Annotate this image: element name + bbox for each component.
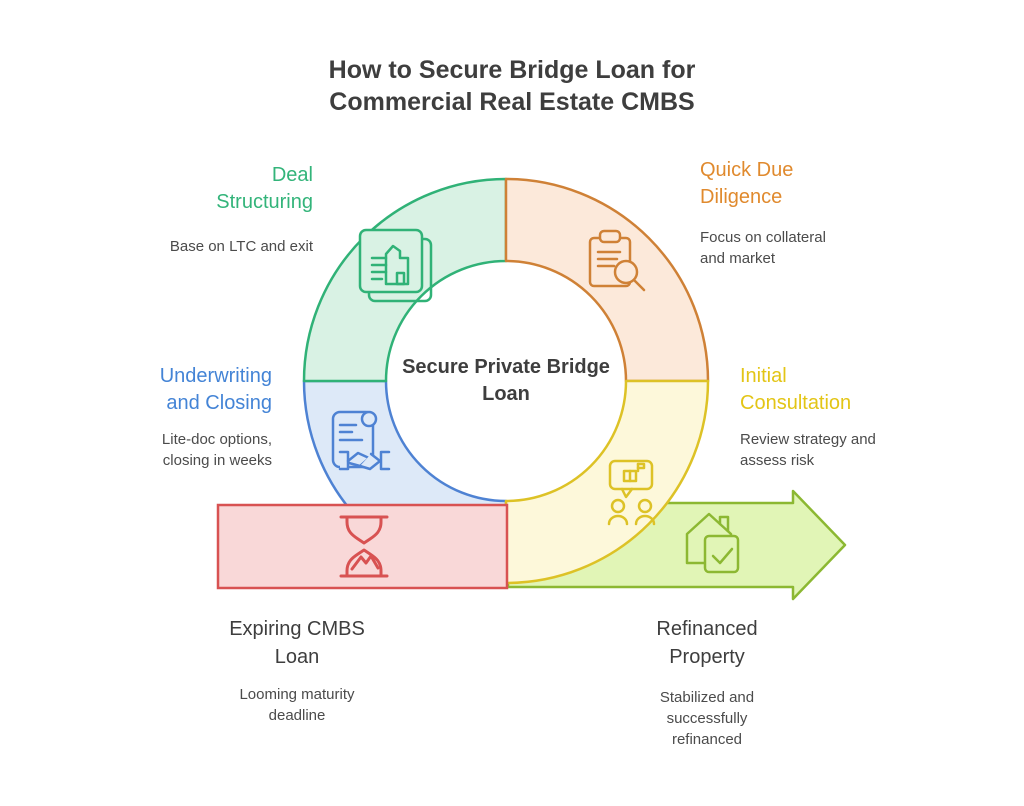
segment-initial-consultation — [504, 379, 710, 585]
timeline-end-desc: Stabilized and successfully refinanced — [659, 689, 755, 748]
house-check-icon — [685, 512, 740, 574]
timeline-end-label: Refinanced Property — [656, 618, 758, 668]
clipboard-search-icon — [588, 229, 646, 292]
timeline-start-label: Expiring CMBS Loan — [229, 618, 365, 668]
hourglass-icon — [339, 515, 389, 578]
step-desc-deal-structuring: Base on LTC and exit — [169, 238, 313, 255]
step-label-underwriting-and-closing: Underwriting and Closing — [159, 365, 272, 414]
blueprint-building-icon — [358, 228, 433, 303]
segment-quick-due-diligence — [504, 177, 710, 383]
step-label-initial-consultation: Initial Consultation — [740, 365, 852, 414]
timeline-start-desc: Looming maturity deadline — [239, 686, 355, 724]
step-desc-underwriting-and-closing: Lite-doc options, closing in weeks — [161, 431, 272, 469]
step-desc-quick-due-diligence: Focus on collateral and market — [700, 229, 826, 267]
step-label-quick-due-diligence: Quick Due Diligence — [700, 159, 794, 208]
contract-handshake-icon — [331, 410, 391, 471]
expiring-loan-bar — [216, 503, 509, 590]
center-label: Secure Private Bridge Loan — [402, 356, 610, 405]
step-label-deal-structuring: Deal Structuring — [216, 164, 313, 213]
step-desc-initial-consultation: Review strategy and assess risk — [740, 431, 876, 469]
consultation-people-icon — [607, 459, 656, 526]
page-title: How to Secure Bridge Loan for Commercial… — [328, 56, 696, 116]
